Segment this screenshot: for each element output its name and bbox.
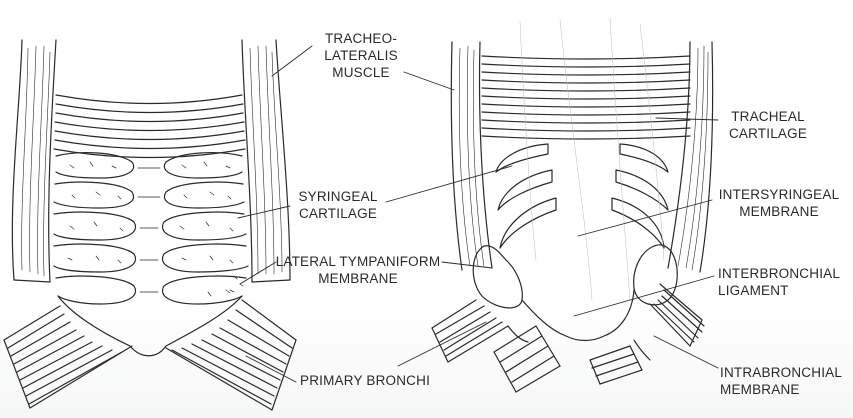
label-syringeal-cartilage: SYRINGEAL CARTILAGE (292, 188, 384, 222)
right-tracheolateralis-band (242, 40, 290, 282)
right-figure-left-tympaniform-loop (473, 246, 522, 308)
right-figure-tracheal-rings (482, 56, 690, 139)
label-intersyringeal-membrane: INTERSYRINGEAL MEMBRANE (712, 186, 846, 220)
leader-syringeal-cartilage-left (238, 206, 290, 218)
leader-intrabronchial-membrane (654, 336, 718, 368)
right-figure-left-band (451, 42, 492, 270)
left-lateral-tympaniform-membrane (230, 276, 243, 292)
leader-tracheolateralis-right (404, 72, 454, 90)
label-interbronchial-ligament: INTERBRONCHIAL LIGAMENT (718, 265, 848, 299)
leader-syringeal-cartilage-right (386, 166, 512, 202)
leader-primary-bronchi-left (246, 356, 296, 382)
label-intrabronchial-membrane: INTRABRONCHIAL MEMBRANE (720, 364, 850, 398)
right-primary-bronchus (166, 300, 296, 410)
leader-interbronchial-ligament (574, 276, 714, 316)
left-figure-midline-ticks (138, 168, 160, 292)
right-syrinx-internal-view (432, 18, 713, 392)
right-figure-right-band (668, 42, 713, 272)
left-tracheal-rings (54, 95, 245, 158)
left-syringeal-rings (54, 153, 136, 304)
leader-primary-bronchi-right (398, 322, 486, 366)
label-tracheal-cartilage: TRACHEAL CARTILAGE (722, 108, 814, 142)
right-figure-right-bronchus (590, 284, 704, 384)
leader-tracheolateralis-left (272, 46, 312, 76)
right-figure-left-bronchus (432, 300, 560, 392)
right-syringeal-rings (162, 153, 248, 304)
left-tracheolateralis-band (12, 40, 56, 282)
left-primary-bronchus (4, 306, 132, 408)
label-tracheolateralis-muscle: TRACHEO- LATERALIS MUSCLE (318, 30, 404, 81)
label-lateral-tympaniform-membrane: LATERAL TYMPANIFORM MEMBRANE (266, 253, 450, 287)
left-syrinx-external-view (4, 40, 296, 410)
right-figure-syringeal-cartilages-right (612, 144, 668, 248)
right-figure-syringeal-cartilages-left (496, 144, 556, 248)
label-primary-bronchi: PRIMARY BRONCHI (300, 372, 450, 389)
